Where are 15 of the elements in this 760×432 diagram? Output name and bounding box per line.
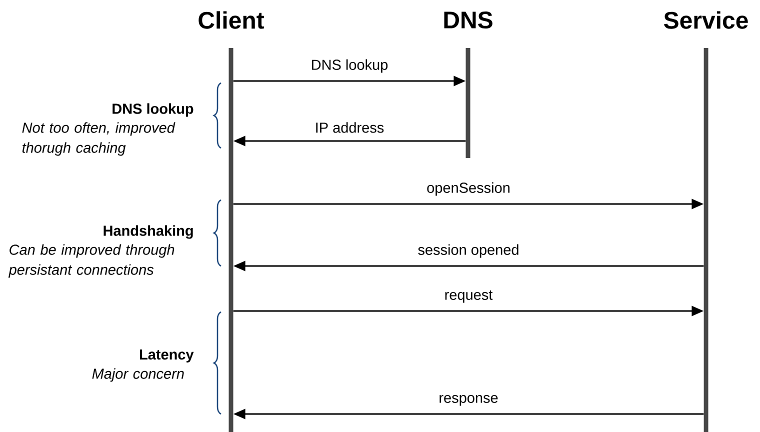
participant-label: Service [664, 11, 748, 29]
message-label: response [440, 394, 498, 406]
lifeline [228, 48, 234, 432]
annotation-note: Major concern [92, 368, 184, 382]
annotation-note: Can be improved through persistant connections [8, 244, 174, 278]
message-label: openSession [427, 182, 510, 196]
lifeline [466, 48, 470, 158]
participant-label: DNS [444, 12, 492, 28]
message-label: IP address [316, 122, 384, 133]
annotation-note: Not too often, improved thorugh caching [22, 122, 176, 156]
message-label: session opened [418, 244, 518, 258]
message-label: request [445, 290, 493, 303]
lifeline [704, 48, 708, 432]
message-label: DNS lookup [312, 59, 388, 73]
participant-label: Client [198, 11, 264, 29]
